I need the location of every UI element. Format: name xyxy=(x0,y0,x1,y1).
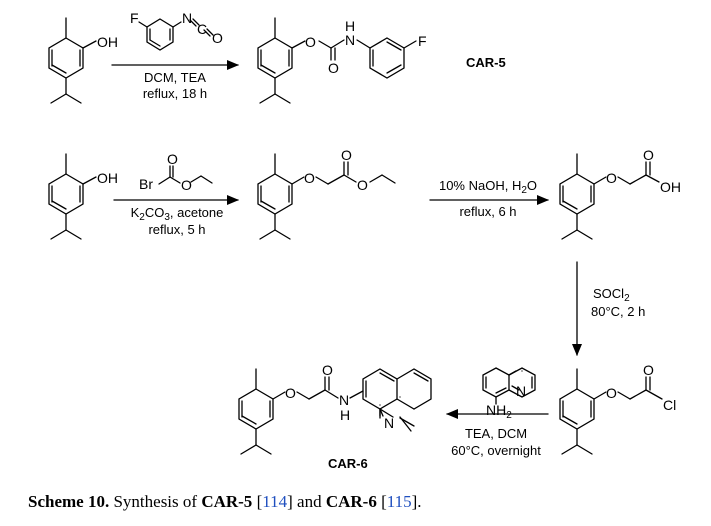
ester-alkoxy-o-label: O xyxy=(357,177,368,193)
caption-text-2: and xyxy=(292,492,326,511)
bromine-label: Br xyxy=(139,176,153,192)
fluorophenyl-isocyanate-reagent: F N C O xyxy=(130,10,223,51)
isocyanate-c-label: C xyxy=(197,21,207,37)
arrow1-condition-1: DCM, TEA xyxy=(144,70,206,85)
arrow5-condition-1: TEA, DCM xyxy=(465,426,527,441)
amine-label: NH2 xyxy=(486,402,512,421)
caption-ref-2[interactable]: 115 xyxy=(386,492,412,511)
arrow4-condition-2: 80°C, 2 h xyxy=(591,304,645,319)
car5-carbonyl-o-label: O xyxy=(328,60,339,76)
arrow3-condition-1: 10% NaOH, H2O xyxy=(439,178,537,196)
ester-carbonyl-o-label: O xyxy=(341,147,352,163)
carvacrol-ethyl-ester-structure: O O O xyxy=(257,147,396,240)
ethyl-bromoacetate-reagent: Br O O xyxy=(139,151,213,193)
scheme-caption: Scheme 10. Synthesis of CAR-5 [114] and … xyxy=(28,492,422,511)
caption-compound-1: CAR-5 xyxy=(201,492,253,511)
acid-ether-o-label: O xyxy=(606,170,617,186)
caption-ref-1[interactable]: 114 xyxy=(262,492,288,511)
isocyanate-o-label: O xyxy=(212,30,223,46)
arrow2-condition-2: reflux, 5 h xyxy=(148,222,205,237)
bromoacetate-carbonyl-o: O xyxy=(167,151,178,167)
car6-carbonyl-o-label: O xyxy=(322,362,333,378)
quinoline-n-label-reagent: N xyxy=(516,383,526,399)
acid-chloride-structure: O O Cl xyxy=(559,362,676,455)
caption-text-3: . xyxy=(417,492,422,511)
isocyanate-n-label: N xyxy=(182,10,192,26)
aminoquinoline-reagent: N NH2 xyxy=(482,367,536,421)
arrow3-condition-2: reflux, 6 h xyxy=(459,204,516,219)
fluorine-label-reagent: F xyxy=(130,10,139,26)
car5-compound-label: CAR-5 xyxy=(466,55,506,70)
car5-fluorine-label: F xyxy=(418,33,427,49)
chlorine-label: Cl xyxy=(663,397,676,413)
acid-carbonyl-o-label: O xyxy=(643,147,654,163)
hydroxyl-label-2: OH xyxy=(97,170,118,186)
chloride-carbonyl-o-label: O xyxy=(643,362,654,378)
arrow4-condition-1: SOCl2 xyxy=(593,286,630,304)
car6-amide-n-label: N xyxy=(339,392,349,408)
caption-text-1: Synthesis of xyxy=(109,492,202,511)
car6-compound-label: CAR-6 xyxy=(328,456,368,471)
car5-nh-h-label: H xyxy=(345,18,355,34)
car5-nh-n-label: N xyxy=(345,32,355,48)
chloride-ether-o-label: O xyxy=(606,385,617,401)
arrow2-condition-1: K2CO3, acetone xyxy=(131,205,224,223)
car6-structure: O O N H N xyxy=(238,362,432,455)
car5-structure: O O H N F xyxy=(257,17,427,104)
arrow5-condition-2: 60°C, overnight xyxy=(451,443,541,458)
ester-ether-o-label: O xyxy=(304,170,315,186)
carvacrol-structure-2: OH xyxy=(48,153,118,240)
acid-hydroxyl-label: OH xyxy=(660,179,681,195)
carvacrol-structure-1: OH xyxy=(48,17,118,104)
car6-ether-o-label: O xyxy=(285,385,296,401)
hydroxyl-label: OH xyxy=(97,34,118,50)
car6-quinoline-n-label: N xyxy=(384,415,394,431)
car6-amide-h-label: H xyxy=(340,407,350,423)
caption-label: Scheme 10. xyxy=(28,492,110,511)
carvacrol-acetic-acid-structure: O O OH xyxy=(559,147,681,240)
bromoacetate-ester-o: O xyxy=(181,177,192,193)
caption-compound-2: CAR-6 xyxy=(325,492,377,511)
arrow1-condition-2: reflux, 18 h xyxy=(143,86,207,101)
car5-ester-o-label: O xyxy=(305,34,316,50)
